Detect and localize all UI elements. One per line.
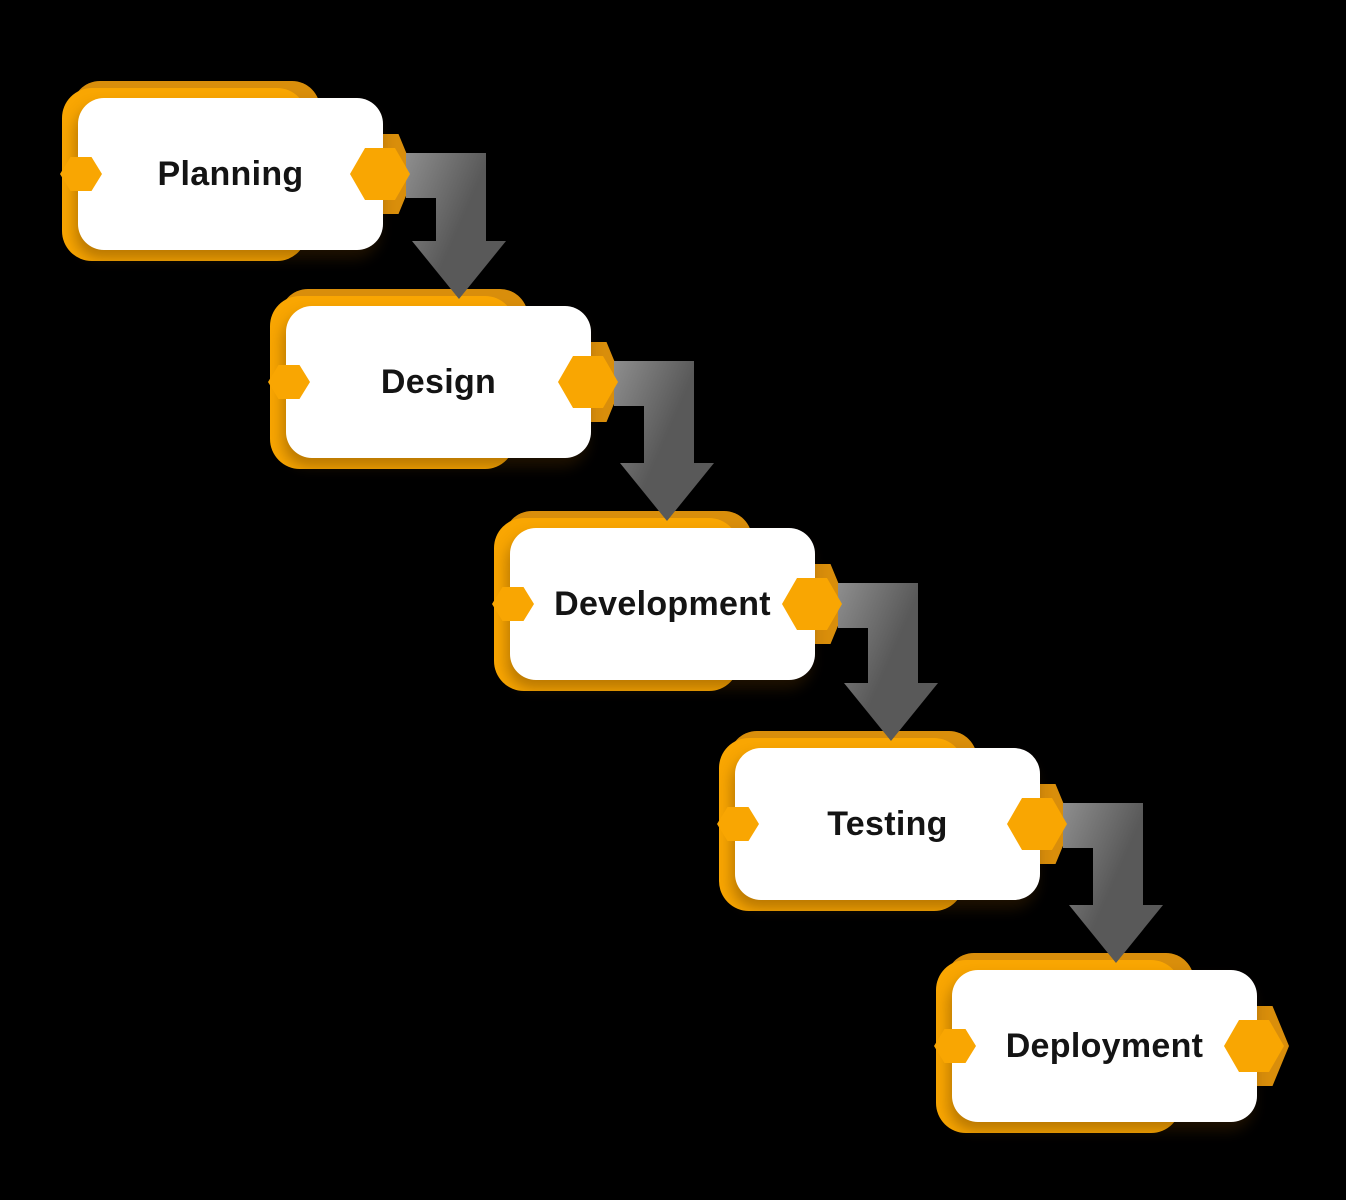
step-label: Deployment: [1005, 1026, 1204, 1065]
hexagon-connector-right-icon: [782, 578, 842, 630]
flow-arrow-down-icon: [614, 361, 714, 521]
flow-arrow-shape: [1063, 803, 1163, 963]
flow-arrow-shape: [838, 583, 938, 741]
flow-step-planning: Planning: [60, 81, 506, 299]
flow-step-design: Design: [268, 289, 714, 521]
node-card: [735, 748, 1040, 900]
hexagon-connector-left-icon: [60, 157, 102, 191]
step-label: Testing: [827, 804, 948, 843]
step-label: Development: [554, 584, 771, 623]
flow-step-development: Development: [492, 511, 938, 741]
flow-step-deployment: Deployment: [934, 953, 1289, 1133]
flow-arrow-down-icon: [1063, 803, 1163, 963]
node-card: [78, 98, 383, 250]
flow-arrow-down-icon: [406, 153, 506, 299]
hexagon-connector-left-icon: [717, 807, 759, 841]
node-card: [510, 528, 815, 680]
hexagon-connector-left-icon: [492, 587, 534, 621]
hexagon-connector-right-icon: [350, 148, 410, 200]
node-card: [952, 970, 1257, 1122]
hexagon-connector-right-icon: [1007, 798, 1067, 850]
step-label: Design: [380, 362, 497, 401]
flow-step-testing: Testing: [717, 731, 1163, 963]
flow-arrow-down-icon: [838, 583, 938, 741]
step-label: Planning: [157, 154, 304, 193]
node-card: [286, 306, 591, 458]
flow-arrow-shape: [406, 153, 506, 299]
flow-arrow-shape: [614, 361, 714, 521]
